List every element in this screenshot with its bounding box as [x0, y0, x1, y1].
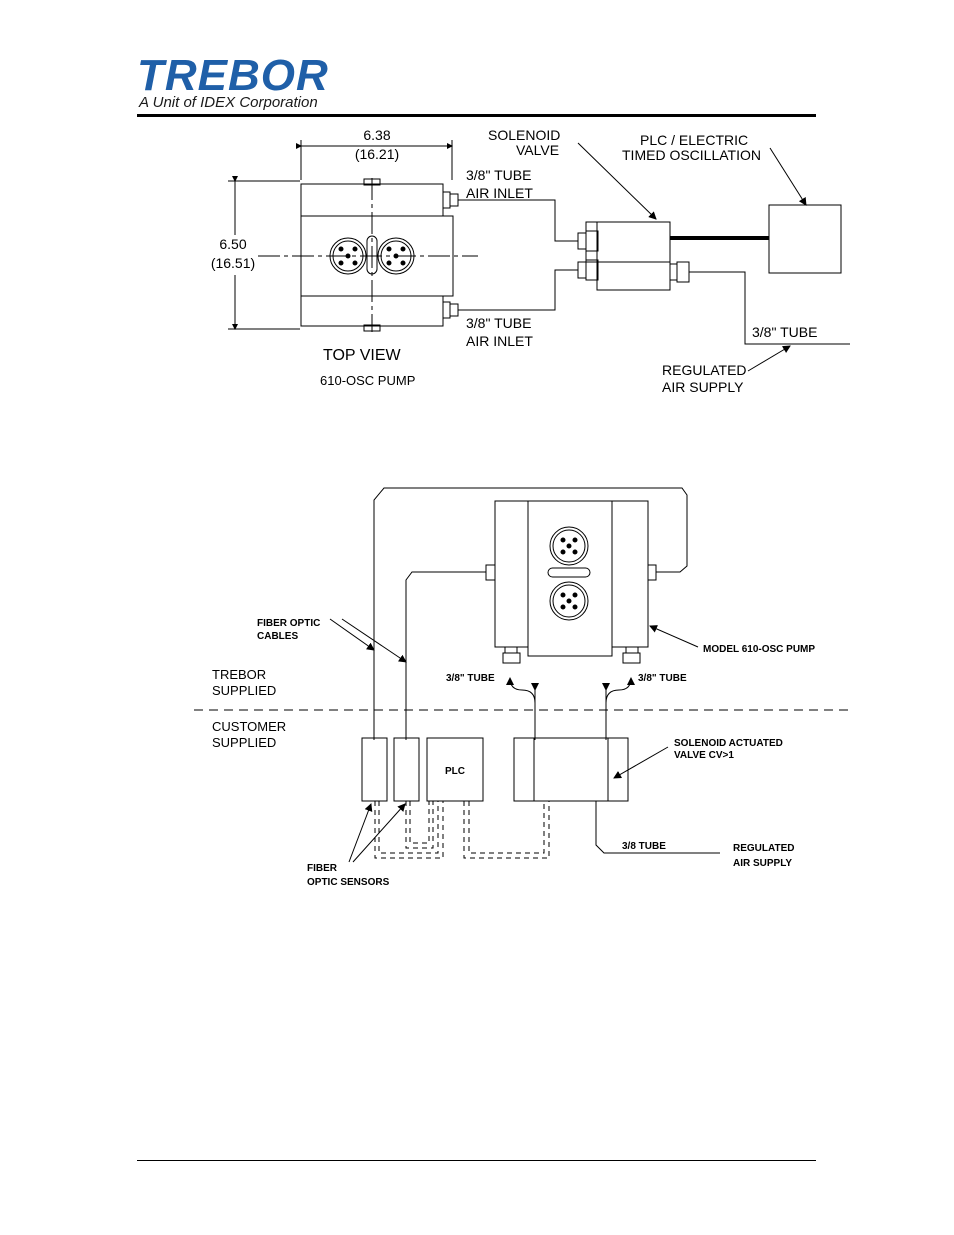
pump-left-chamber — [494, 500, 529, 648]
fiber-sensor-1 — [361, 737, 388, 802]
plc-label: PLC — [445, 766, 465, 777]
customer-supplied-label-2: SUPPLIED — [212, 735, 276, 750]
regulated-label-2: REGULATED — [733, 843, 794, 854]
width-dim: 6.38 — [363, 127, 390, 143]
fiber-sensors-label: FIBER — [307, 863, 338, 874]
lower-air-inlet-label: AIR INLET — [466, 333, 533, 349]
supply-tube-label-2: 3/8 TUBE — [622, 841, 666, 852]
valve-cv-label: VALVE CV>1 — [674, 750, 734, 761]
fiber-sensor-2 — [393, 737, 420, 802]
fiber-cables-label-2: CABLES — [257, 631, 298, 642]
upper-tube-label: 3/8" TUBE — [466, 167, 531, 183]
width-dim-metric: (16.21) — [355, 146, 399, 162]
footer-rule — [137, 1160, 816, 1161]
top-view-diagram — [228, 140, 850, 372]
system-diagram — [194, 487, 852, 863]
left-port-icon — [329, 237, 367, 275]
plc-electric-label: PLC / ELECTRIC — [640, 132, 748, 148]
trebor-supplied-label-2: SUPPLIED — [212, 683, 276, 698]
plc-box — [426, 737, 484, 802]
timed-oscillation-label: TIMED OSCILLATION — [622, 147, 761, 163]
height-dim-metric: (16.51) — [211, 255, 255, 271]
solenoid-valve-body — [596, 221, 671, 291]
pump-right-chamber — [611, 500, 649, 648]
lower-tube-label: 3/8" TUBE — [466, 315, 531, 331]
solenoid-valve-label: VALVE — [516, 142, 559, 158]
lower-port-icon — [549, 581, 589, 621]
regulated-label: REGULATED — [662, 362, 747, 378]
height-dim: 6.50 — [219, 236, 246, 252]
left-tube-label: 3/8" TUBE — [446, 673, 495, 684]
solenoid-actuated-label: SOLENOID ACTUATED — [674, 738, 783, 749]
trebor-supplied-label: TREBOR — [212, 667, 266, 682]
fiber-cables-label: FIBER OPTIC — [257, 618, 320, 629]
solenoid-label: SOLENOID — [488, 127, 560, 143]
trebor-logo: TREBOR A Unit of IDEX Corporation — [137, 54, 347, 114]
logo-tagline: A Unit of IDEX Corporation — [139, 94, 318, 111]
solenoid-actuated-valve — [513, 737, 629, 802]
top-view-subtitle: 610-OSC PUMP — [320, 373, 415, 388]
upper-port-icon — [549, 526, 589, 566]
customer-supplied-label: CUSTOMER — [212, 719, 286, 734]
upper-air-inlet-label: AIR INLET — [466, 185, 533, 201]
right-port-icon — [377, 237, 415, 275]
solenoid-valve-top — [585, 221, 671, 263]
model-label: MODEL 610-OSC PUMP — [703, 644, 815, 655]
logo-brand: TREBOR — [137, 51, 329, 100]
optic-sensors-label: OPTIC SENSORS — [307, 877, 390, 888]
supply-tube-label: 3/8" TUBE — [752, 324, 817, 340]
top-view-title: TOP VIEW — [323, 347, 402, 364]
air-supply-label: AIR SUPPLY — [662, 379, 744, 395]
plc-box-top — [768, 204, 842, 274]
air-supply-label-2: AIR SUPPLY — [733, 858, 792, 869]
header-rule — [137, 114, 816, 117]
right-tube-label: 3/8" TUBE — [638, 673, 687, 684]
pump-center-body — [527, 500, 613, 657]
